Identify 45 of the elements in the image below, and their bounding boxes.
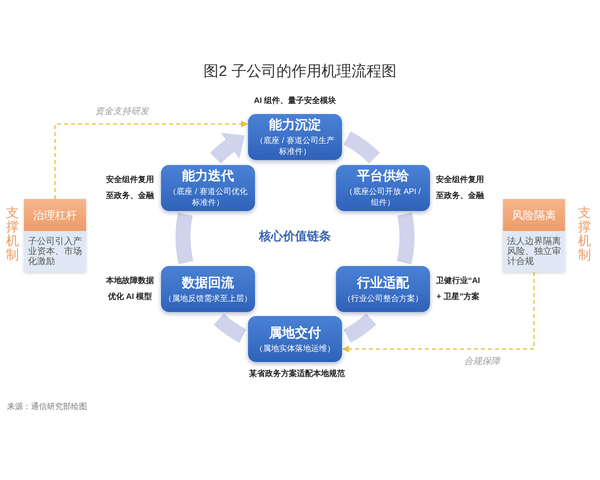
subtitle-text: （属地反馈需求至上层） (164, 292, 252, 304)
side-label: 支撑机制 (578, 206, 591, 262)
ring-segment (343, 131, 380, 164)
annotation: 安全组件复用至政务、金融 (435, 174, 485, 202)
heading-text: 行业适配 (357, 274, 409, 290)
process-box (161, 165, 255, 211)
process-box (248, 316, 342, 362)
annotation: 本地故障数据优化 AI 模型 (105, 275, 155, 303)
process-box (336, 266, 430, 312)
edge-label: 资金支持研发 (93, 105, 151, 117)
center-label: 核心价值链条 (259, 228, 331, 244)
heading-text: 属地交付 (269, 324, 321, 340)
source-note: 来源：通信研究部绘图 (7, 401, 87, 413)
subtitle-text: （行业公司整合方案） (343, 292, 423, 304)
ring-segment (214, 313, 247, 343)
annotation: AI 组件、量子安全模块 (254, 95, 336, 107)
process-box (161, 266, 255, 312)
title: 图2 子公司的作用机理流程图 (204, 62, 396, 82)
side-label: 支撑机制 (6, 206, 19, 262)
heading-text: 平台供给 (357, 168, 409, 184)
heading-text: 数据回流 (182, 274, 234, 290)
info-card (503, 199, 565, 272)
ring-segment (396, 212, 414, 264)
card-text: 子公司引入产业资本、市场化激励 (27, 235, 83, 266)
edge-label: 合规保障 (462, 355, 502, 367)
annotation: 某省政务方案适配本地规范 (249, 368, 345, 380)
process-box (336, 165, 430, 211)
heading-text: 能力沉淀 (269, 117, 321, 133)
card-header: 风险隔离 (503, 199, 565, 231)
subtitle-text: （底座 / 赛道公司生产标准件） (255, 135, 335, 157)
ring-segment (343, 313, 376, 343)
subtitle-text: （底座 / 赛道公司优化标准件） (168, 186, 248, 208)
ring-arrow (210, 132, 244, 164)
card-text: 法人边界隔离风险、独立审计合规 (506, 235, 562, 266)
subtitle-text: （底座公司开放 API / 组件） (344, 186, 422, 208)
info-card (24, 199, 86, 272)
ring-segment (176, 213, 194, 264)
card-header: 治理杠杆 (24, 199, 86, 231)
annotation: 安全组件复用至政务、金融 (105, 174, 155, 202)
annotation: 卫健行业“AI + 卫星”方案 (435, 275, 481, 303)
process-box (248, 114, 342, 160)
heading-text: 能力迭代 (182, 168, 234, 184)
subtitle-text: （属地实体落地运维） (255, 342, 335, 354)
dashed-arrow (54, 120, 248, 199)
dashed-arrow (342, 272, 535, 352)
